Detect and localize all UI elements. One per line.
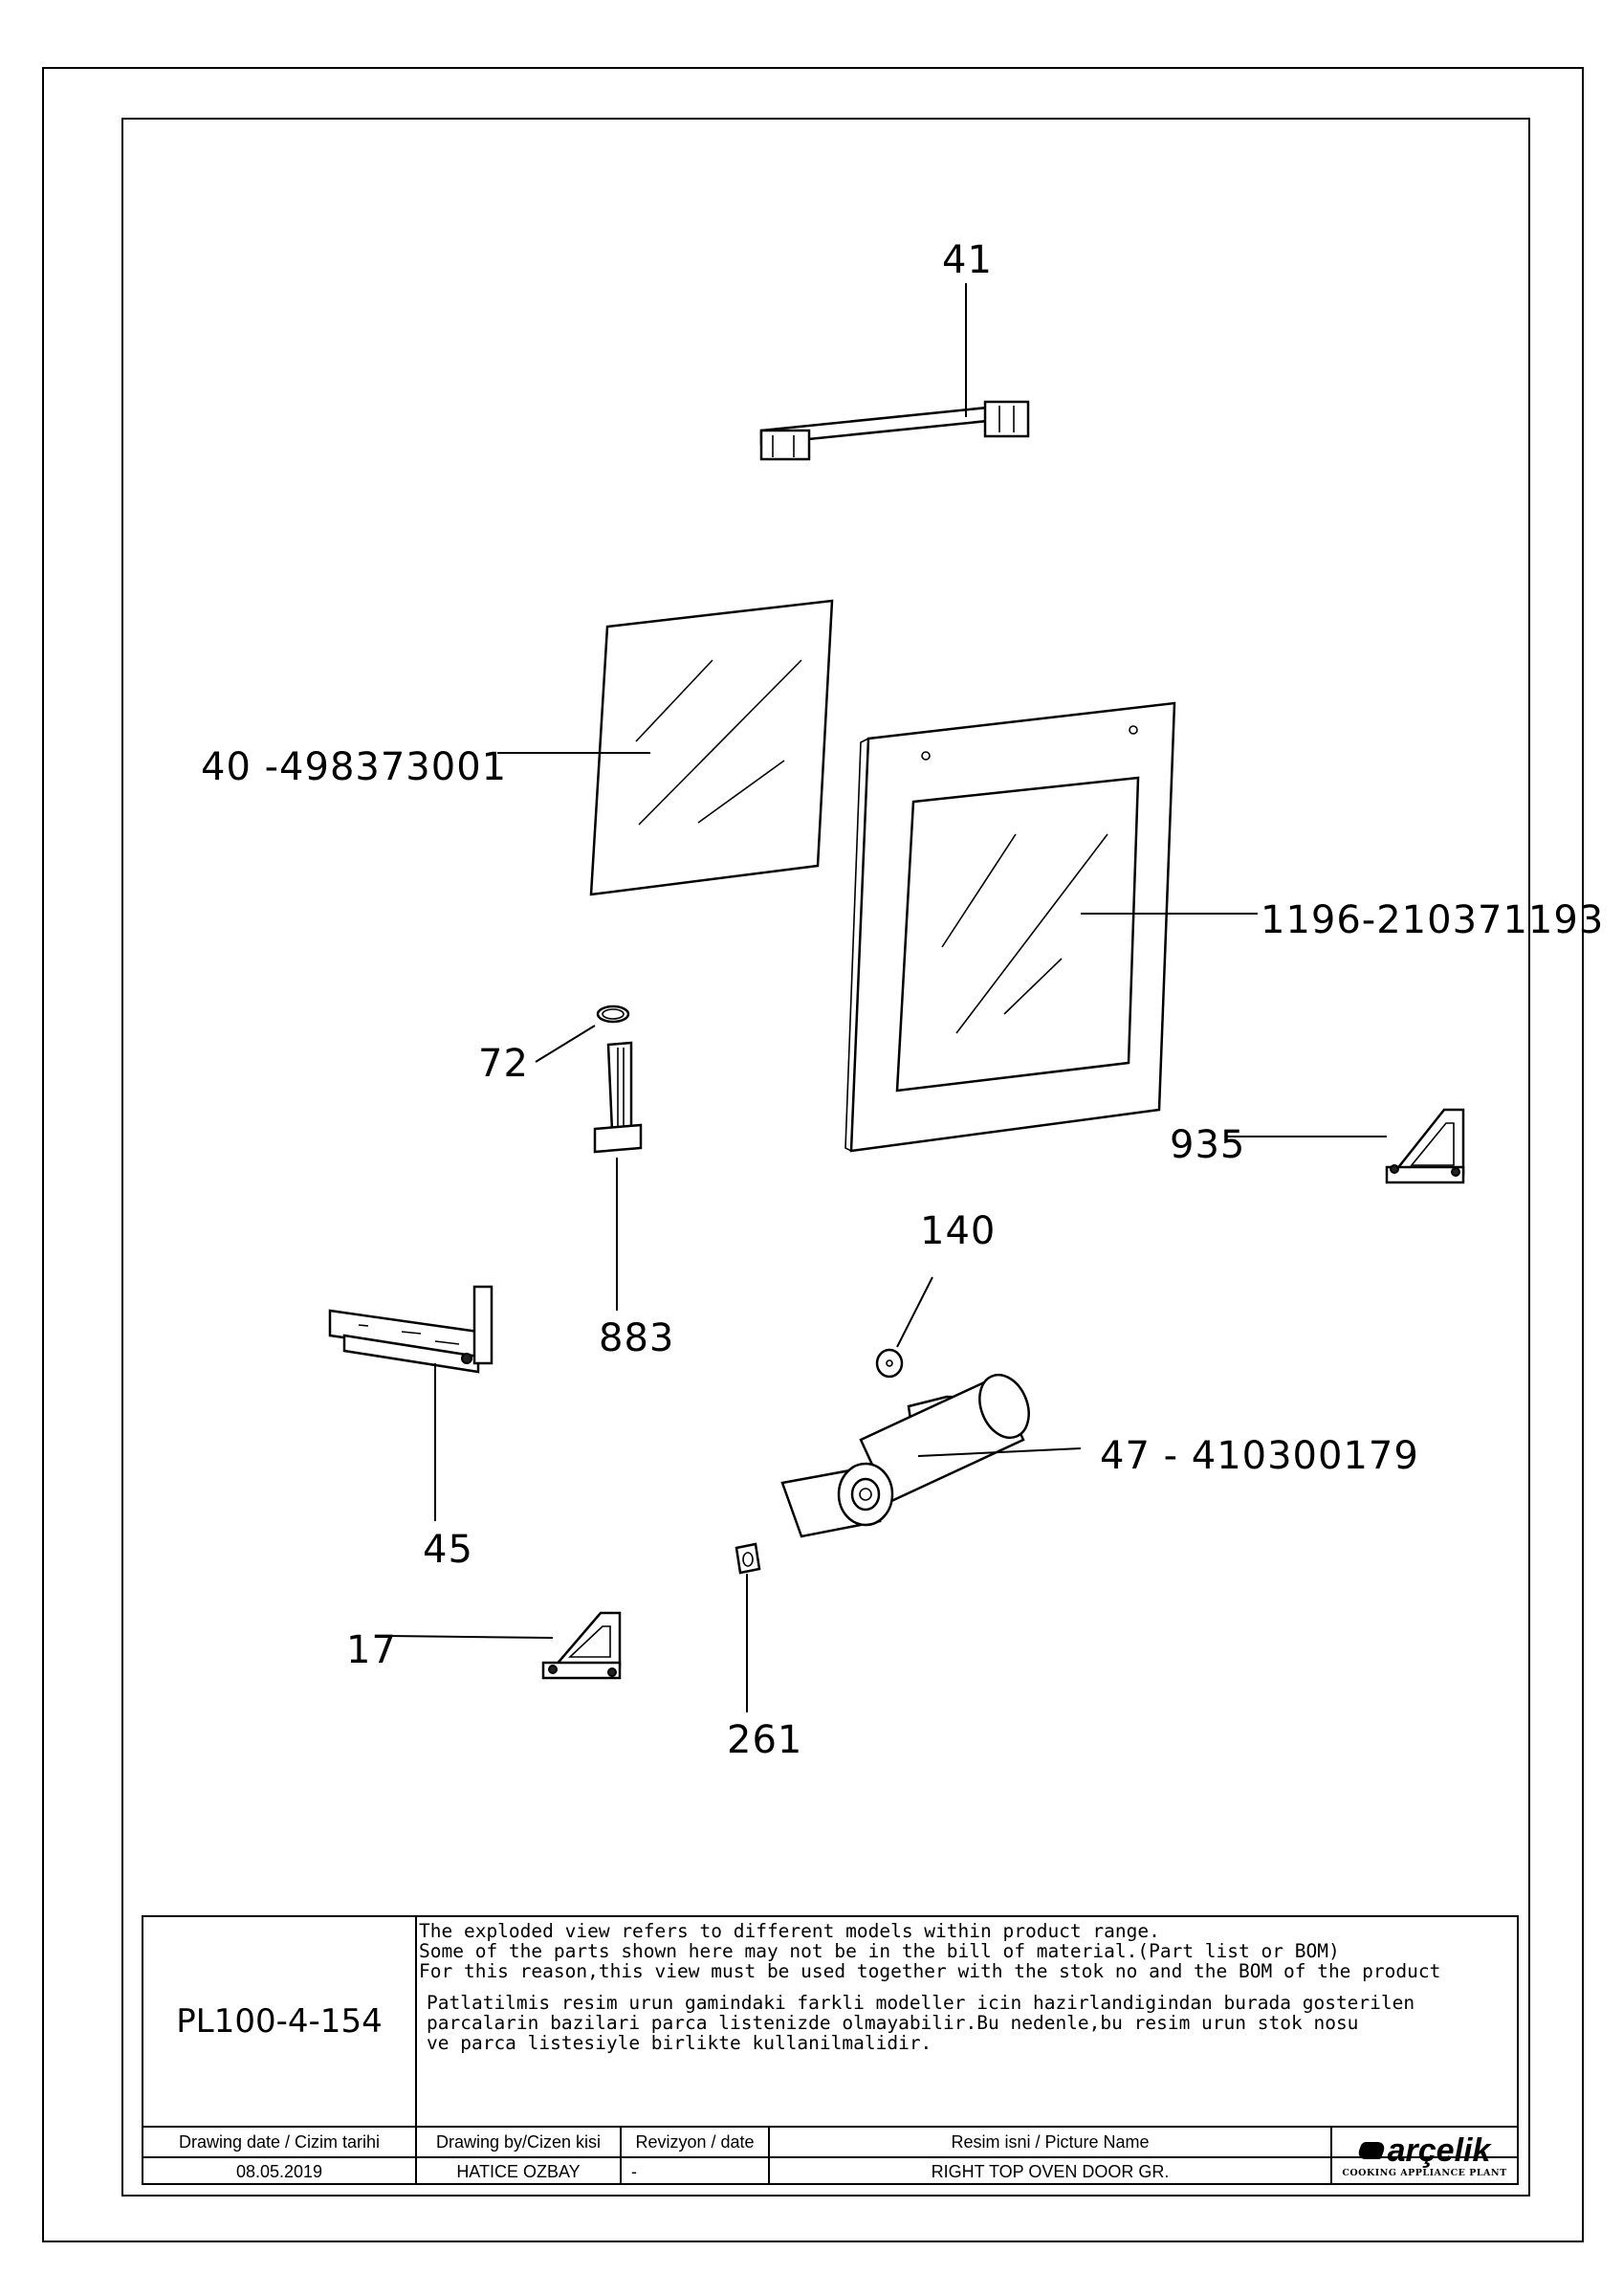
header-revision: Revizyon / date [622,2128,770,2156]
value-drawing-date: 08.05.2019 [143,2158,417,2185]
part-47-handle [780,1373,1030,1538]
part-17-hinge-support [541,1611,622,1680]
value-row: 08.05.2019 HATICE OZBAY - RIGHT TOP OVEN… [143,2156,1517,2185]
title-block: PL100-4-154 The exploded view refers to … [142,1915,1519,2185]
value-picture-name: RIGHT TOP OVEN DOOR GR. [770,2158,1332,2185]
brand-logo: arçelik COOKING APPLIANCE PLANT [1332,2126,1517,2185]
callout-17: 17 [346,1628,397,1672]
inner-border [121,118,1530,2197]
arcelik-logo-icon [1355,2141,1387,2159]
part-45-hinge [328,1285,493,1374]
callout-140: 140 [920,1209,996,1253]
callout-47: 47 - 410300179 [1100,1434,1419,1478]
callout-1196: 1196-210371193 [1261,898,1604,942]
note-tr-line-3: ve parca listesiyle birlikte kullanilmal… [427,2032,932,2054]
header-row: Drawing date / Cizim tarihi Drawing by/C… [143,2126,1517,2156]
part-41-top-bar [759,400,1030,461]
part-140-washer [875,1348,904,1379]
callout-45: 45 [423,1528,473,1572]
callout-72: 72 [478,1042,529,1086]
part-1196-door-glass [844,701,1176,1153]
outer-border [42,67,1584,2242]
part-72-ring [596,1004,630,1024]
note-en-line-1: The exploded view refers to different mo… [419,1920,1160,1942]
note-tr-line-1: Patlatilmis resim urun gamindaki farkli … [427,1992,1415,2014]
callout-261: 261 [727,1718,802,1762]
part-935-hinge-support [1385,1108,1465,1184]
header-picture-name: Resim isni / Picture Name [770,2128,1332,2156]
callout-40: 40 -498373001 [201,745,507,789]
part-883-bracket [593,1041,643,1154]
callout-41: 41 [942,238,993,282]
value-drawing-by: HATICE OZBAY [417,2158,622,2185]
brand-name: arçelik [1387,2131,1491,2169]
note-en-line-2: Some of the parts shown here may not be … [419,1940,1340,1962]
callout-935: 935 [1170,1123,1245,1167]
part-40-inner-glass [589,599,834,896]
callout-883: 883 [599,1316,674,1360]
notes-box: The exploded view refers to different mo… [417,1917,1517,2126]
header-drawing-date: Drawing date / Cizim tarihi [143,2128,417,2156]
note-tr-line-2: parcalarin bazilari parca listenizde olm… [427,2012,1359,2034]
header-drawing-by: Drawing by/Cizen kisi [417,2128,622,2156]
value-revision: - [622,2158,770,2185]
part-261-plate [735,1542,761,1575]
note-en-line-3: For this reason,this view must be used t… [419,1960,1441,1982]
brand-subtitle: COOKING APPLIANCE PLANT [1342,2167,1507,2178]
drawing-code: PL100-4-154 [143,1917,417,2126]
